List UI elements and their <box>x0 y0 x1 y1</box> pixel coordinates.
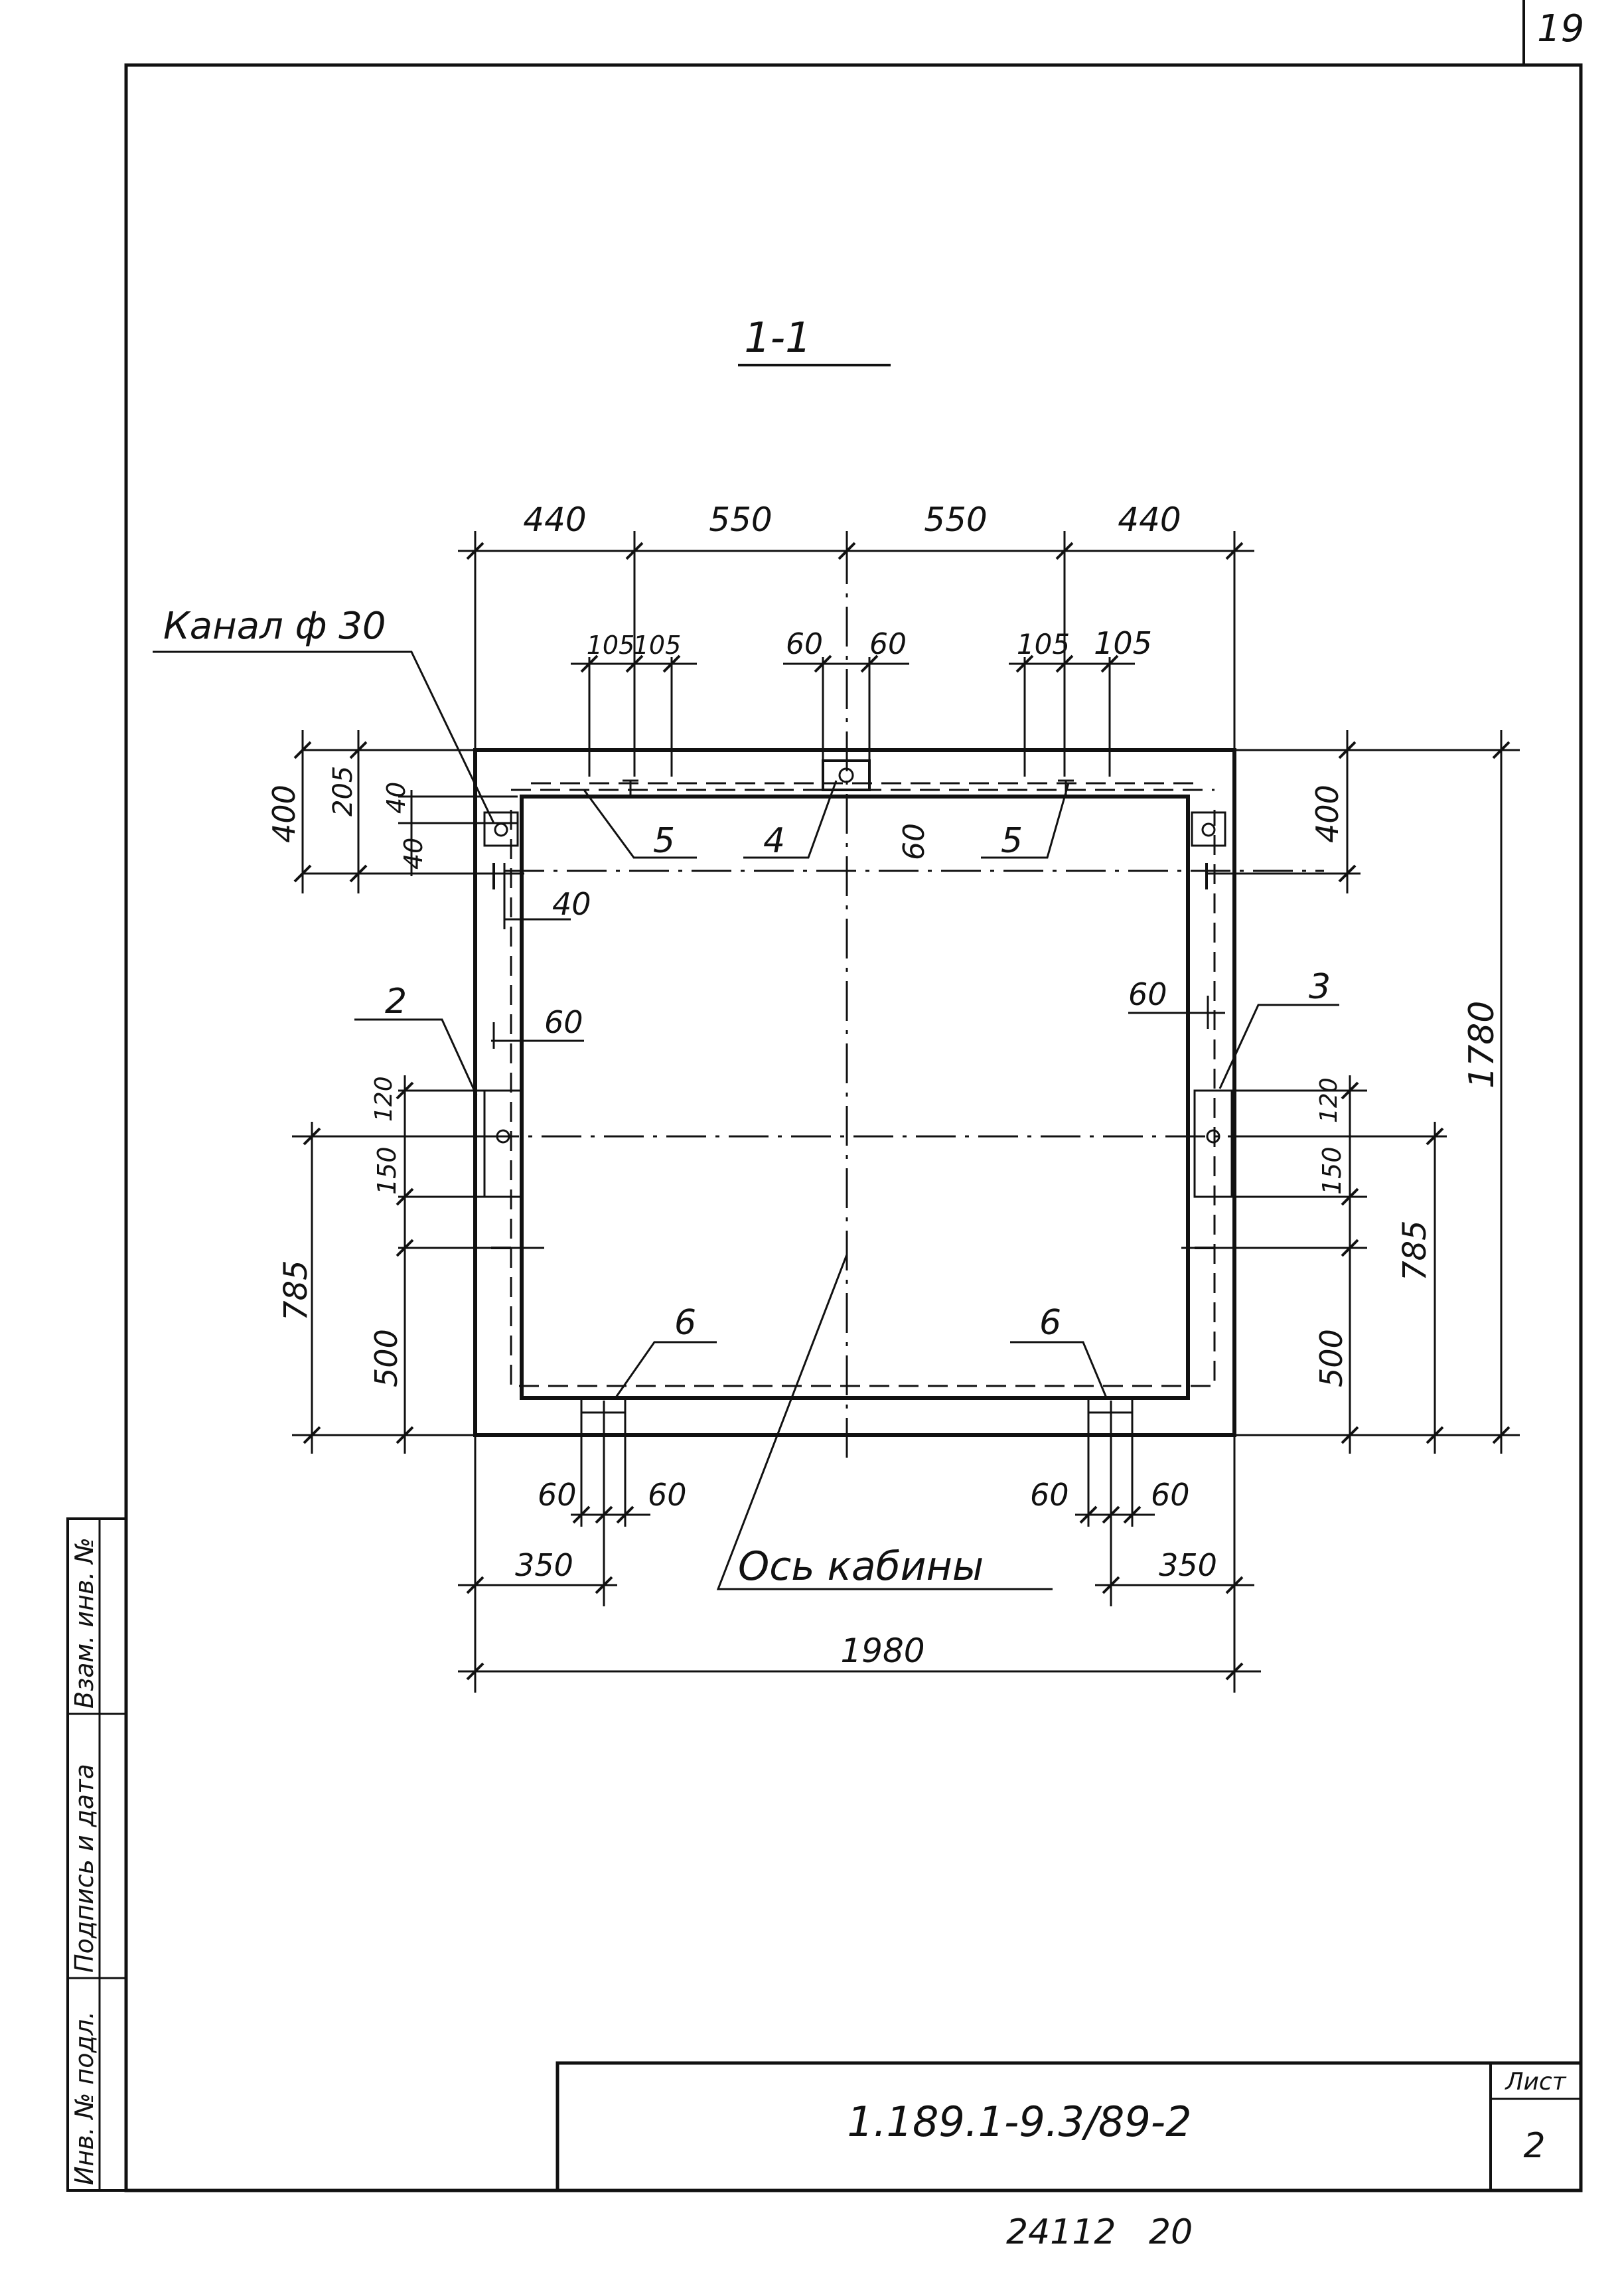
dim-left-400: 400 <box>266 785 302 843</box>
embedded-frame-dashed <box>510 789 1216 1387</box>
dim-bottom-60-a: 60 <box>538 1477 577 1513</box>
callout-5-left: 5 <box>653 821 675 861</box>
dim-right-120: 120 <box>1315 1077 1343 1123</box>
callout-6-right: 6 <box>1039 1303 1061 1343</box>
dim-top-550-left: 550 <box>709 500 772 539</box>
stamp-replacement-inv: Взам. инв. № <box>70 1537 99 1709</box>
dim-inner-60-right: 60 <box>1128 976 1167 1012</box>
sheet-number: 2 <box>1523 2126 1545 2166</box>
stamp-inv-no: Инв. № подл. <box>70 2011 99 2185</box>
dim-right-1780: 1780 <box>1462 1001 1502 1089</box>
dim-left-40b: 40 <box>399 838 428 870</box>
dim-inner-40: 40 <box>552 886 591 922</box>
inner-contour <box>520 795 1190 1400</box>
dim-right-785: 785 <box>1396 1220 1434 1281</box>
corner-plate-left <box>483 811 519 847</box>
callout-2: 2 <box>385 982 407 1022</box>
dim-top-440-right: 440 <box>1118 500 1181 539</box>
plate-3 <box>1193 1089 1233 1198</box>
dimension-ticks <box>293 542 1511 1681</box>
dimension-lines <box>292 531 1520 1693</box>
dim-60-center-a: 60 <box>786 627 823 661</box>
sheet-corner-number: 19 <box>1537 7 1584 50</box>
cabin-axis-label: Ось кабины <box>738 1543 984 1590</box>
dim-105-a: 105 <box>587 631 635 660</box>
dim-60-center-b: 60 <box>869 627 907 661</box>
callout-6-left: 6 <box>674 1303 696 1343</box>
dim-left-205: 205 <box>328 766 358 816</box>
dim-right-500: 500 <box>1313 1329 1349 1387</box>
side-stamp: Инв. № подл. Подпись и дата Взам. инв. № <box>66 1517 127 2192</box>
stamp-signature-date: Подпись и дата <box>70 1764 99 1973</box>
callout-4: 4 <box>763 821 785 861</box>
section-title: 1-1 <box>738 313 891 366</box>
dim-left-150: 150 <box>372 1146 402 1195</box>
dim-inner-60-left: 60 <box>544 1004 583 1040</box>
dim-left-40a: 40 <box>382 782 411 814</box>
dim-bottom-60-d: 60 <box>1151 1477 1190 1513</box>
dim-left-500: 500 <box>368 1329 404 1387</box>
plate-2 <box>483 1089 523 1198</box>
dim-overall-1980: 1980 <box>840 1632 924 1670</box>
dim-left-785: 785 <box>277 1260 315 1321</box>
corner-plate-right <box>1191 811 1226 847</box>
dim-bottom-350-right: 350 <box>1159 1547 1217 1583</box>
dim-bottom-60-b: 60 <box>648 1477 687 1513</box>
dim-bottom-60-c: 60 <box>1030 1477 1069 1513</box>
dim-bottom-350-left: 350 <box>515 1547 573 1583</box>
sheet-label: Лист <box>1504 2068 1566 2096</box>
drawing-designation: 1.189.1-9.3/89-2 <box>847 2098 1191 2146</box>
plate-4 <box>822 759 871 791</box>
footer-code: 24112 20 <box>1006 2212 1193 2252</box>
channel-label: Канал ф 30 <box>163 605 386 648</box>
dim-top-440-left: 440 <box>523 500 586 539</box>
dim-left-120: 120 <box>370 1076 398 1122</box>
dim-105-b: 105 <box>633 631 682 660</box>
title-block: 1.189.1-9.3/89-2 Лист 2 <box>555 2061 1583 2192</box>
callout-5-right: 5 <box>1001 821 1023 861</box>
dim-right-150: 150 <box>1317 1146 1347 1195</box>
dim-top-550-right: 550 <box>924 500 987 539</box>
cabin-plan <box>292 544 1434 1460</box>
outer-contour <box>473 748 1236 1437</box>
dim-105-d: 105 <box>1094 625 1152 661</box>
dim-105-c: 105 <box>1017 628 1070 660</box>
dim-center-60: 60 <box>897 823 931 860</box>
callout-labels: Канал ф 30 5 4 5 2 3 6 6 Ось кабины <box>163 605 1331 1590</box>
section-title-text: 1-1 <box>744 313 811 362</box>
dimension-texts: 440 550 550 440 105 105 60 60 105 105 60… <box>266 500 1502 1670</box>
sheet-frame: 19 <box>124 0 1584 2192</box>
callout-3: 3 <box>1309 967 1331 1007</box>
callout-leaders <box>153 651 1339 1590</box>
dim-right-400: 400 <box>1309 785 1345 843</box>
